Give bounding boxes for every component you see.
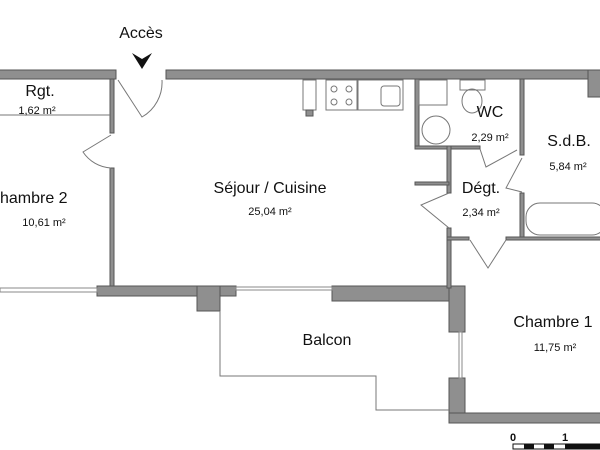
walls xyxy=(0,69,600,424)
bathtub xyxy=(525,202,600,236)
chambre1-door[interactable] xyxy=(469,239,507,269)
room-name-chambre2: Chambre 2 xyxy=(0,190,68,207)
windows xyxy=(0,286,463,379)
room-area-sejour: 25,04 m² xyxy=(248,206,292,218)
scale-start: 0 xyxy=(510,432,516,444)
doors[interactable] xyxy=(82,79,523,269)
chambre2-door[interactable] xyxy=(82,134,112,169)
room-name-rgt: Rgt. xyxy=(25,83,54,100)
room-area-degt: 2,34 m² xyxy=(462,207,500,219)
scale-bar: 0 1 xyxy=(510,432,600,450)
room-area-wc: 2,29 m² xyxy=(471,132,509,144)
room-name-balcon: Balcon xyxy=(303,332,352,349)
room-name-wc: WC xyxy=(477,104,504,121)
scale-mark: 1 xyxy=(562,432,568,444)
kitchen xyxy=(302,79,404,117)
room-name-sdb: S.d.B. xyxy=(547,133,591,150)
room-area-sdb: 5,84 m² xyxy=(549,161,587,173)
entry-door[interactable] xyxy=(117,79,163,118)
room-name-degt: Dégt. xyxy=(462,180,500,197)
entry-label: Accès xyxy=(119,25,163,42)
wc-cabinet xyxy=(418,79,448,106)
wc-door[interactable] xyxy=(479,148,518,168)
sejour-door[interactable] xyxy=(420,192,450,229)
washing-machine xyxy=(421,115,451,145)
sdb-door[interactable] xyxy=(505,157,523,193)
room-name-chambre1: Chambre 1 xyxy=(513,314,592,331)
balcony-outline xyxy=(219,311,449,411)
toilet xyxy=(459,79,486,114)
room-area-rgt: 1,62 m² xyxy=(18,105,56,117)
room-area-chambre2: 10,61 m² xyxy=(22,217,66,229)
entry-arrow-icon xyxy=(132,53,152,69)
room-area-chambre1: 11,75 m² xyxy=(534,342,577,354)
room-name-sejour: Séjour / Cuisine xyxy=(214,180,327,197)
